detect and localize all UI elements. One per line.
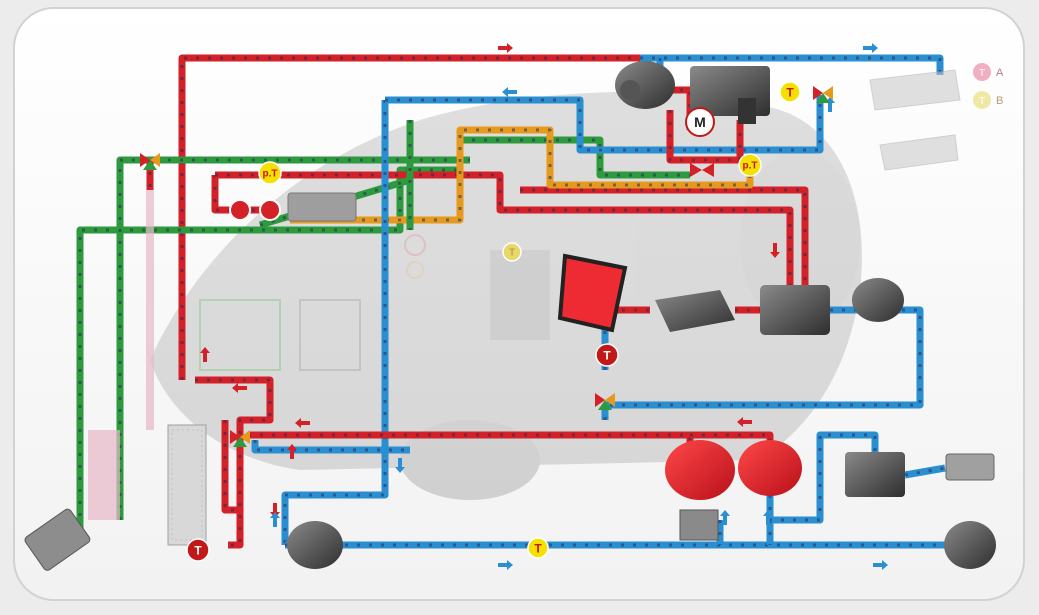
bypass-valve-icon xyxy=(690,163,714,177)
temperature-sensor-icon-circle xyxy=(186,538,210,562)
bottom-pump-left-icon xyxy=(287,521,343,569)
flow-arrow-icon xyxy=(737,417,752,427)
pipe-4-hot xyxy=(221,420,240,514)
flow-arrow-icon xyxy=(287,444,297,459)
flow-arrow-icon xyxy=(498,43,513,53)
pipe-11-dash xyxy=(290,128,752,222)
heat-exchanger-icon xyxy=(690,66,770,124)
pressure-temperature-sensor-icon-circle xyxy=(258,161,282,185)
expansion-tank-icon xyxy=(88,190,154,520)
faded-temperature-sensor-icon-label: T xyxy=(509,248,515,259)
temperature-sensor-icon-label: T xyxy=(786,85,794,99)
pressure-temperature-sensor-icon: p.T xyxy=(738,153,762,177)
legend-dot-a-letter: T xyxy=(979,68,985,79)
pipe-26-dash xyxy=(768,433,877,522)
valve-motor-icon-circle xyxy=(685,107,715,137)
sensor-and-valve-markers: p.T p.T T T T T T M xyxy=(140,43,888,570)
pipe-network xyxy=(76,54,960,549)
flow-arrow-icon xyxy=(232,383,247,393)
legend-dot-b-letter: T xyxy=(979,96,985,107)
pressure-temperature-sensor-icon-label: p.T xyxy=(743,161,758,172)
temperature-sensor-icon-label: T xyxy=(603,348,611,362)
compressor-icon xyxy=(760,285,830,335)
pipe-6-dash xyxy=(118,158,470,520)
radiator-icon xyxy=(167,424,207,546)
pipe-8-hot xyxy=(211,175,280,214)
temperature-sensor-icon-circle xyxy=(527,537,549,559)
electric-motor-icon xyxy=(665,440,802,500)
temperature-sensor-icon-circle xyxy=(595,343,619,367)
pipe-10-dash xyxy=(520,188,807,285)
flow-arrow-icon xyxy=(720,510,730,525)
pressure-temperature-sensor-icon: p.T xyxy=(258,161,282,185)
three-way-valve-icon xyxy=(595,393,615,410)
pipe-0-hot xyxy=(178,54,640,380)
flow-arrow-icon xyxy=(270,503,280,518)
flow-arrow-icon xyxy=(498,560,513,570)
secondary-pump-icon xyxy=(852,278,904,322)
flow-arrow-icon xyxy=(863,43,878,53)
temperature-sensor-icon-label: T xyxy=(194,543,202,557)
pipe-27-cold xyxy=(904,464,946,479)
pipe-14-cold xyxy=(385,95,824,154)
flow-arrow-icon xyxy=(395,458,405,473)
three-way-valve-icon xyxy=(140,153,160,170)
temperature-sensor-icon-circle xyxy=(779,81,801,103)
pipe-3-dash xyxy=(195,378,272,547)
temperature-sensor-icon: T xyxy=(595,343,619,367)
faded-temperature-sensor-icon-circle xyxy=(502,242,522,262)
pipe-13-dash xyxy=(283,100,387,545)
cabin-display-icon xyxy=(557,253,628,333)
legend-label-b: B xyxy=(996,95,1003,107)
cabin-heater-icon xyxy=(869,69,961,171)
heater-core-icon xyxy=(24,508,91,571)
flow-arrow-icon xyxy=(295,418,310,428)
legend: T A T B xyxy=(973,63,1004,109)
legend-label-a: A xyxy=(996,67,1004,79)
three-way-valve-icon xyxy=(813,86,833,103)
pipe-24-cold xyxy=(251,440,410,454)
inverter-icon xyxy=(679,509,719,541)
battery-icon xyxy=(845,452,995,497)
three-way-valve-icon xyxy=(230,430,250,447)
bottom-pump-right-icon xyxy=(944,521,996,569)
circulation-pump-icon xyxy=(229,199,251,221)
pipe-12-dash xyxy=(259,178,411,227)
flow-arrow-icon xyxy=(763,510,773,525)
temperature-sensor-icon: T xyxy=(527,537,549,559)
engine-bay-outline xyxy=(199,234,550,371)
temperature-sensor-icon-label: T xyxy=(534,541,542,555)
chiller-icon xyxy=(287,192,357,222)
faded-temperature-sensor-icon: T xyxy=(502,242,522,262)
flow-arrow-icon xyxy=(200,347,210,362)
pressure-temperature-sensor-icon-circle xyxy=(738,153,762,177)
flow-arrow-icon xyxy=(873,560,888,570)
temperature-sensor-icon: T xyxy=(186,538,210,562)
temperature-sensor-icon: T xyxy=(779,81,801,103)
valve-motor-icon: M xyxy=(685,107,715,137)
valve-motor-icon-label: M xyxy=(694,114,706,130)
legend-dot-a xyxy=(973,63,991,81)
legend-dot-b xyxy=(973,91,991,109)
pipe-9-hot xyxy=(215,171,794,285)
pipe-1-dash xyxy=(640,56,942,75)
power-electronics-icon xyxy=(655,290,735,332)
circulation-pump-icon xyxy=(259,199,281,221)
pressure-temperature-sensor-icon-label: p.T xyxy=(263,169,278,180)
flow-arrow-icon xyxy=(270,512,280,527)
electric-pump-icon xyxy=(615,61,675,109)
pipe-17-dash xyxy=(668,110,742,162)
flow-arrow-icon xyxy=(502,87,517,97)
flow-arrow-icon xyxy=(770,243,780,258)
